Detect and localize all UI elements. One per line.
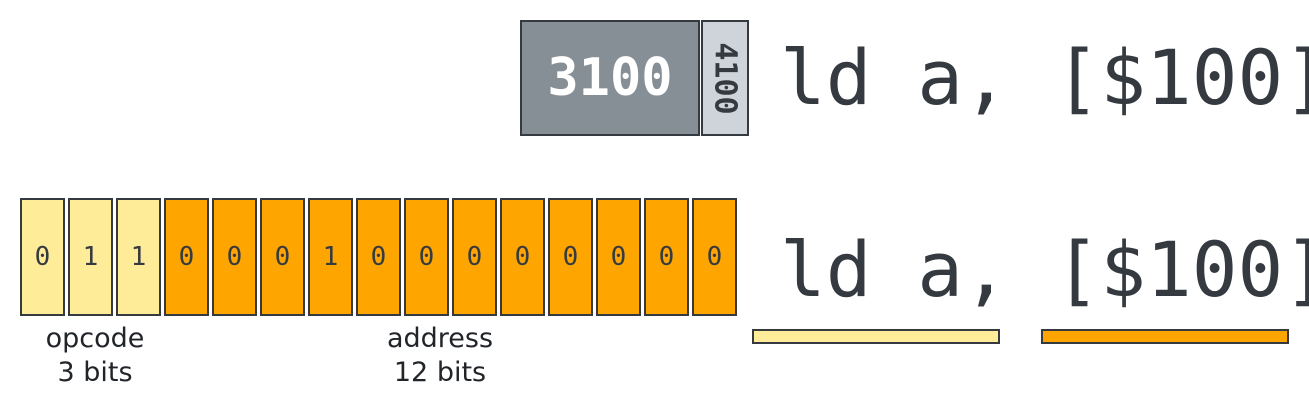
bit-cell: 1 — [68, 198, 113, 316]
bit-cell: 1 — [116, 198, 161, 316]
hex-word-value: 3100 — [547, 48, 673, 108]
bit-cell: 0 — [404, 198, 449, 316]
bit-cell: 0 — [452, 198, 497, 316]
address-label: address 12 bits — [360, 322, 520, 390]
bit-cell: 0 — [692, 198, 737, 316]
instruction-top: ld a, [$100] — [780, 33, 1309, 122]
bit-cell: 0 — [212, 198, 257, 316]
address-underline-bar — [1041, 329, 1289, 344]
bit-cell: 0 — [548, 198, 593, 316]
hex-word-tab-label: 4100 — [707, 41, 743, 115]
bit-cell: 0 — [164, 198, 209, 316]
bit-cell: 0 — [260, 198, 305, 316]
opcode-label: opcode 3 bits — [30, 322, 160, 390]
hex-word-tab: 4100 — [701, 20, 749, 136]
hex-word-box: 3100 — [520, 20, 700, 136]
bit-cell: 0 — [500, 198, 545, 316]
address-label-size: 12 bits — [393, 356, 487, 388]
opcode-underline-bar — [752, 329, 1000, 344]
opcode-label-name: opcode — [45, 323, 145, 354]
bit-cell: 1 — [308, 198, 353, 316]
instruction-bottom: ld a, [$100] — [780, 225, 1309, 314]
bit-cell: 0 — [20, 198, 65, 316]
bit-cell: 0 — [596, 198, 641, 316]
bit-cell: 0 — [356, 198, 401, 316]
bit-cell: 0 — [644, 198, 689, 316]
address-label-name: address — [386, 323, 494, 354]
opcode-label-size: 3 bits — [57, 356, 133, 388]
